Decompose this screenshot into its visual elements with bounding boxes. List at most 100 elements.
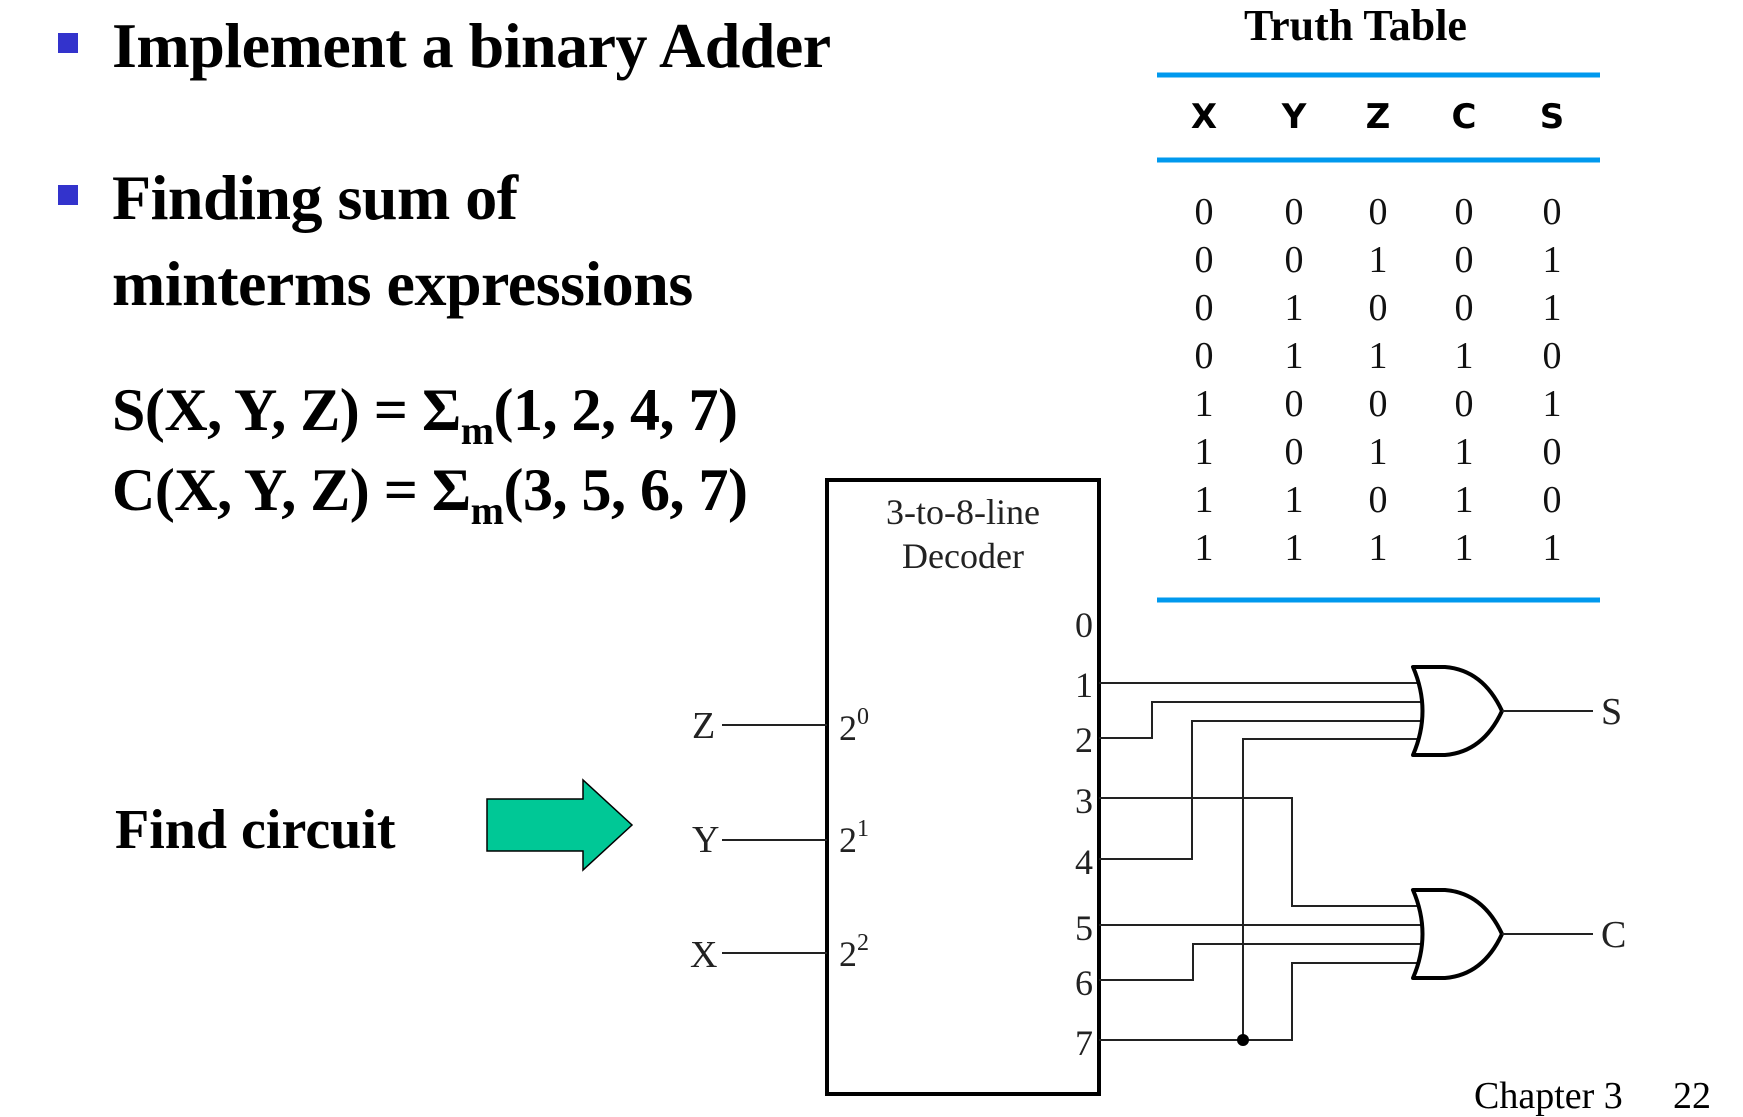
equation-carry-rhs: (3, 5, 6, 7) bbox=[503, 457, 748, 523]
bullet-implement-adder: Implement a binary Adder bbox=[112, 10, 831, 81]
or-gate-c: C bbox=[1411, 888, 1626, 980]
truth-table-cell: 0 bbox=[1195, 335, 1214, 377]
or-gate-c-body bbox=[1411, 888, 1504, 980]
truth-table-cell: 0 bbox=[1543, 479, 1562, 521]
decoder-label-line1: 3-to-8-line bbox=[886, 492, 1040, 532]
truth-table-cell: 0 bbox=[1195, 287, 1214, 329]
equation-sum-rhs: (1, 2, 4, 7) bbox=[493, 377, 738, 443]
truth-table-header-s: S bbox=[1540, 97, 1565, 137]
truth-table-header-z: Z bbox=[1366, 97, 1391, 137]
right-arrow-shape bbox=[486, 778, 634, 872]
equation-sum: S(X, Y, Z) = Σm(1, 2, 4, 7) bbox=[112, 377, 738, 451]
truth-table-cell: 0 bbox=[1195, 191, 1214, 233]
truth-table-cell: 1 bbox=[1195, 431, 1214, 473]
truth-table-cell: 1 bbox=[1455, 431, 1474, 473]
equation-carry: C(X, Y, Z) = Σm(3, 5, 6, 7) bbox=[112, 457, 748, 531]
find-circuit-label: Find circuit bbox=[115, 799, 396, 861]
wire-out2-to-s bbox=[1099, 701, 1422, 739]
right-arrow-icon bbox=[486, 778, 634, 872]
truth-table-cell: 0 bbox=[1543, 431, 1562, 473]
truth-table-row: 0 1 0 0 1 bbox=[1195, 287, 1562, 329]
truth-table-cell: 0 bbox=[1369, 479, 1388, 521]
truth-table-cell: 0 bbox=[1195, 239, 1214, 281]
truth-table-cell: 1 bbox=[1369, 239, 1388, 281]
truth-table-cell: 0 bbox=[1285, 191, 1304, 233]
or-gate-s-body bbox=[1411, 665, 1504, 757]
bullet-marker-1 bbox=[58, 33, 78, 53]
input-x-weight: 22 bbox=[839, 930, 869, 974]
truth-table-row: 0 0 1 0 1 bbox=[1195, 239, 1562, 281]
wiring bbox=[1099, 682, 1422, 1041]
output-label-3: 3 bbox=[1075, 781, 1093, 821]
input-x: X 22 bbox=[690, 930, 869, 976]
input-y-label: Y bbox=[692, 819, 719, 861]
input-z: Z 20 bbox=[692, 704, 869, 748]
output-label-0: 0 bbox=[1075, 605, 1093, 645]
truth-table-cell: 0 bbox=[1285, 383, 1304, 425]
truth-table-cell: 1 bbox=[1369, 431, 1388, 473]
input-z-weight: 20 bbox=[839, 704, 869, 748]
wire-out7-to-s bbox=[1242, 738, 1420, 1040]
equation-sum-sub: m bbox=[460, 408, 494, 453]
truth-table-cell: 1 bbox=[1543, 383, 1562, 425]
output-c-label: C bbox=[1601, 914, 1626, 956]
truth-table-cell: 1 bbox=[1285, 287, 1304, 329]
truth-table-cell: 1 bbox=[1455, 479, 1474, 521]
wire-out3-to-c bbox=[1099, 797, 1420, 907]
or-gate-s: S bbox=[1411, 665, 1622, 757]
bullet-marker-2 bbox=[58, 185, 78, 205]
truth-table-cell: 1 bbox=[1369, 335, 1388, 377]
footer-chapter: Chapter 3 bbox=[1474, 1075, 1623, 1117]
decoder-block bbox=[825, 478, 1101, 1096]
truth-table-row: 1 0 1 1 0 bbox=[1195, 431, 1562, 473]
input-y-weight: 21 bbox=[839, 816, 869, 860]
truth-table-cell: 0 bbox=[1543, 335, 1562, 377]
output-label-2: 2 bbox=[1075, 720, 1093, 760]
decoder-output-labels: 0 1 2 3 4 5 6 7 bbox=[1075, 605, 1093, 1063]
truth-table-cell: 1 bbox=[1195, 479, 1214, 521]
truth-table-cell: 0 bbox=[1543, 191, 1562, 233]
wire-out4-to-s bbox=[1099, 720, 1422, 860]
truth-table-cell: 1 bbox=[1543, 527, 1562, 569]
truth-table-cell: 0 bbox=[1455, 383, 1474, 425]
wire-out6-to-c bbox=[1099, 943, 1422, 981]
output-label-5: 5 bbox=[1075, 908, 1093, 948]
truth-table-cell: 0 bbox=[1369, 383, 1388, 425]
decoder-label-line2: Decoder bbox=[902, 536, 1024, 576]
truth-table-title: Truth Table bbox=[1244, 1, 1467, 50]
output-s-label: S bbox=[1601, 691, 1622, 733]
footer-page-number: 22 bbox=[1673, 1075, 1711, 1117]
truth-table-cell: 0 bbox=[1369, 287, 1388, 329]
equation-carry-lhs: C(X, Y, Z) = Σ bbox=[112, 457, 471, 523]
truth-table-cell: 1 bbox=[1285, 479, 1304, 521]
output-label-1: 1 bbox=[1075, 665, 1093, 705]
wire-out7-to-c bbox=[1099, 962, 1420, 1041]
truth-table-cell: 1 bbox=[1543, 239, 1562, 281]
truth-table-row: 1 1 0 1 0 bbox=[1195, 479, 1562, 521]
truth-table-cell: 0 bbox=[1285, 431, 1304, 473]
truth-table-row: 0 0 0 0 0 bbox=[1195, 191, 1562, 233]
junction-dot bbox=[1237, 1034, 1249, 1046]
truth-table-cell: 1 bbox=[1195, 527, 1214, 569]
bullet-finding-sum: Finding sum of bbox=[112, 162, 518, 233]
input-z-label: Z bbox=[692, 705, 715, 747]
truth-table-cell: 0 bbox=[1455, 191, 1474, 233]
truth-table-cell: 1 bbox=[1543, 287, 1562, 329]
truth-table-cell: 0 bbox=[1369, 191, 1388, 233]
truth-table-header-c: C bbox=[1452, 97, 1477, 137]
truth-table-cell: 1 bbox=[1455, 527, 1474, 569]
truth-table-cell: 0 bbox=[1455, 287, 1474, 329]
bullet-finding-sum-cont: minterms expressions bbox=[112, 248, 693, 319]
truth-table-header-x: X bbox=[1191, 97, 1217, 137]
equation-sum-lhs: S(X, Y, Z) = Σ bbox=[112, 377, 461, 443]
truth-table-cell: 0 bbox=[1455, 239, 1474, 281]
output-label-6: 6 bbox=[1075, 963, 1093, 1003]
truth-table-cell: 1 bbox=[1285, 335, 1304, 377]
output-label-7: 7 bbox=[1075, 1023, 1093, 1063]
truth-table-cell: 0 bbox=[1285, 239, 1304, 281]
truth-table-header-y: Y bbox=[1281, 97, 1307, 137]
